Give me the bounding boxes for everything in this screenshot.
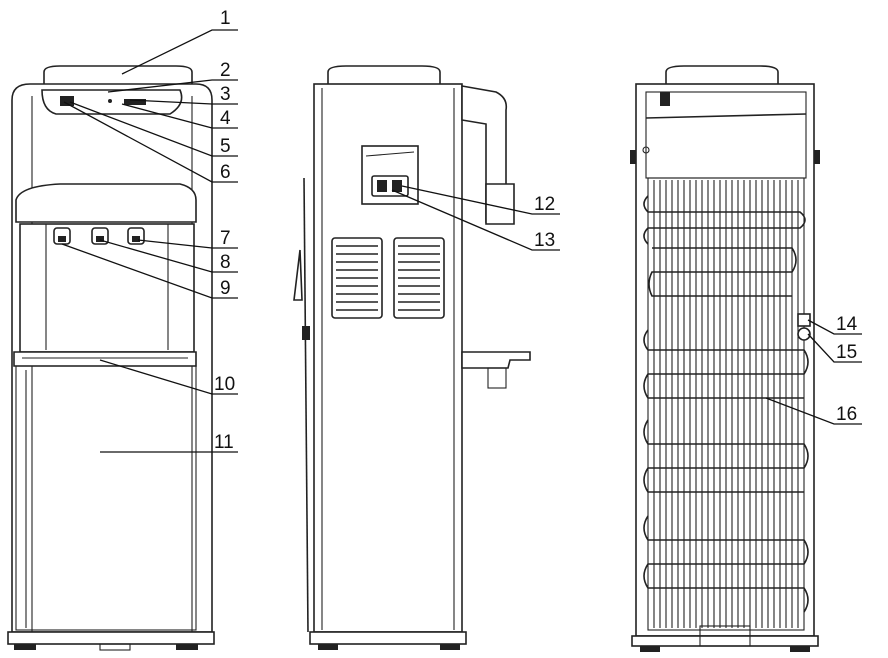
side-rear-hook xyxy=(303,177,309,633)
side-vents xyxy=(331,237,445,319)
callout-4: 4 xyxy=(220,108,231,129)
rear-view xyxy=(630,65,820,652)
front-base xyxy=(7,631,215,645)
rear-body xyxy=(635,83,815,637)
side-view xyxy=(293,65,531,650)
front-drip-tray xyxy=(13,351,197,367)
callout-12: 12 xyxy=(534,194,555,215)
callout-2: 2 xyxy=(220,60,231,81)
front-control-panel xyxy=(41,89,183,115)
callout-1: 1 xyxy=(220,8,231,29)
condenser-coil xyxy=(643,177,809,631)
callout-labels: 1 2 3 4 5 6 7 8 9 10 11 12 13 14 15 16 xyxy=(214,8,858,453)
hot-indicator xyxy=(124,99,146,105)
callout-11: 11 xyxy=(214,432,234,453)
rear-valve-top xyxy=(797,313,811,327)
callout-9: 9 xyxy=(220,278,231,299)
front-dispense-hood xyxy=(15,183,197,223)
rear-top-cap xyxy=(665,65,779,84)
callout-3: 3 xyxy=(220,84,231,105)
callout-15: 15 xyxy=(836,342,857,363)
front-view xyxy=(7,65,215,651)
callout-14: 14 xyxy=(836,314,858,335)
cold-indicator xyxy=(108,99,112,103)
callout-10: 10 xyxy=(214,374,235,395)
callout-16: 16 xyxy=(836,404,857,425)
side-top-cap xyxy=(327,65,441,84)
callout-8: 8 xyxy=(220,252,231,273)
callout-13: 13 xyxy=(534,230,555,251)
rear-valve xyxy=(797,327,811,341)
callout-leaders xyxy=(61,29,862,453)
callout-7: 7 xyxy=(220,228,231,249)
callout-6: 6 xyxy=(220,162,231,183)
taps xyxy=(53,227,145,245)
side-drip-tray xyxy=(461,351,531,369)
power-indicator xyxy=(60,96,74,106)
callout-5: 5 xyxy=(220,136,231,157)
front-top-cap xyxy=(43,65,193,84)
front-dispense-recess xyxy=(19,223,195,353)
